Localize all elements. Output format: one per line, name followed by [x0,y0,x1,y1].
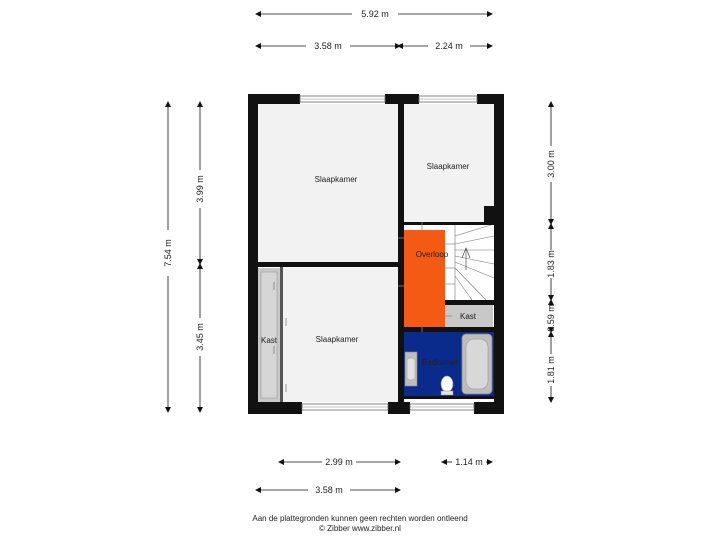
room-floor-bedroom-top-right [404,104,494,222]
sink-bowl [406,357,416,381]
dim-top-left: 3.58 m [314,41,342,51]
dim-bottom-total: 3.58 m [315,485,343,495]
walls [248,94,504,414]
dim-top-right: 2.24 m [435,41,463,51]
toilet-tank [440,390,454,396]
footer-disclaimer: Aan de plattegronden kunnen geen rechten… [252,514,468,523]
dim-left-total: 7.54 m [163,239,173,267]
room-label-bathroom: Badkamer [422,358,459,367]
staircase [445,223,495,301]
closet-left-inner [260,271,278,399]
room-floor-stairs [445,224,494,300]
dim-right-small: 0.59 m [546,304,556,332]
room-label-closet-left: Kast [261,336,278,345]
dim-right-upper: 3.00 m [546,150,556,178]
bathtub-inner [465,338,489,390]
dim-left-lower: 3.45 m [195,323,205,351]
dim-left-upper: 3.99 m [195,175,205,203]
footer-credit: © Zibber www.zibber.nl [319,524,401,533]
dim-bottom-left: 2.99 m [325,457,353,467]
dim-right-mid: 1.83 m [546,250,556,278]
dim-bottom-right: 1.14 m [455,457,483,467]
room-label-bedroom-top-right: Slaapkamer [427,162,470,171]
closet-right-fill [445,305,493,327]
dim-right-lower: 1.81 m [546,356,556,384]
closet-door-ticks [273,282,287,392]
closet-left-wall [280,267,283,402]
room-label-bedroom-top-left: Slaapkamer [315,175,358,184]
toilet [440,375,454,393]
landing-fill [404,230,445,328]
room-floor-bedroom-top-left [258,104,398,262]
room-label-closet-right: Kast [460,312,477,321]
door-marks [398,222,452,332]
room-label-landing: Overloop [416,250,449,259]
dim-top-total: 5.92 m [361,9,389,19]
room-label-bedroom-bottom: Slaapkamer [316,335,359,344]
windows [299,95,478,411]
